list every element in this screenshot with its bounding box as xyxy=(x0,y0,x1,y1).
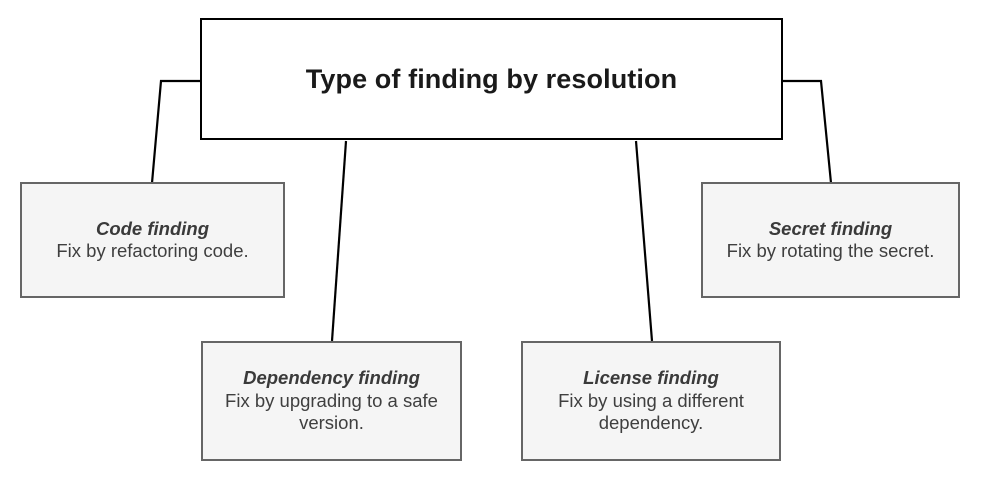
connector-root-to-secret xyxy=(783,79,833,184)
node-code-finding: Code finding Fix by refactoring code. xyxy=(20,182,285,298)
node-code-finding-title: Code finding xyxy=(95,217,210,239)
connector-root-to-code xyxy=(150,79,200,184)
node-dependency-finding-title: Dependency finding xyxy=(243,367,420,389)
node-code-finding-description: Fix by refactoring code. xyxy=(56,239,249,261)
node-root-title: Type of finding by resolution xyxy=(305,63,678,94)
node-secret-finding-description: Fix by rotating the secret. xyxy=(726,239,935,261)
node-dependency-finding-description: Fix by upgrading to a safe version. xyxy=(225,389,438,434)
node-root: Type of finding by resolution xyxy=(200,18,783,140)
connector-root-to-dependency xyxy=(330,140,348,342)
node-secret-finding: Secret finding Fix by rotating the secre… xyxy=(701,182,960,298)
node-secret-finding-title: Secret finding xyxy=(768,217,893,239)
node-license-finding-description: Fix by using a different dependency. xyxy=(558,389,744,434)
node-license-finding-title: License finding xyxy=(583,367,719,389)
node-license-finding: License finding Fix by using a different… xyxy=(521,341,781,461)
connector-root-to-license xyxy=(634,140,654,342)
node-dependency-finding: Dependency finding Fix by upgrading to a… xyxy=(201,341,462,461)
